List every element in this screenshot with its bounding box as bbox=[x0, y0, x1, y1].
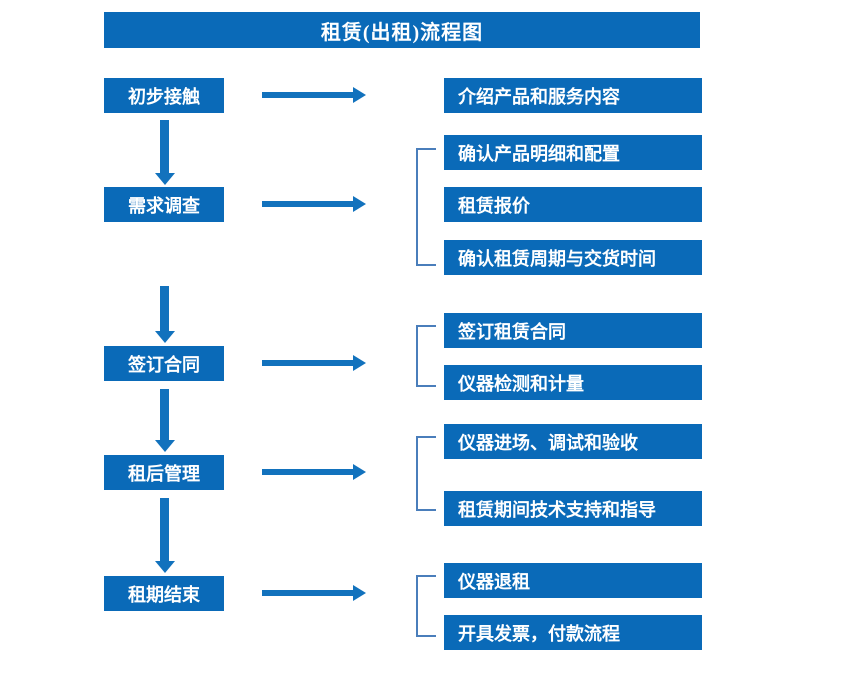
stage-to-detail-arrow-2 bbox=[262, 195, 366, 212]
detail-box-1[interactable]: 介绍产品和服务内容 bbox=[444, 78, 702, 113]
group-bracket-2 bbox=[416, 325, 436, 387]
group-bracket-1 bbox=[416, 148, 436, 266]
stage-box-4[interactable]: 租后管理 bbox=[104, 455, 224, 490]
stage-to-detail-arrow-5 bbox=[262, 584, 366, 601]
group-bracket-4 bbox=[416, 575, 436, 637]
arrowhead-right-icon bbox=[353, 86, 366, 103]
stage-connector-arrow-4-5 bbox=[154, 498, 175, 573]
stage-to-detail-arrow-1 bbox=[262, 86, 366, 103]
arrowhead-right-icon bbox=[353, 584, 366, 601]
detail-box-7[interactable]: 仪器进场、调试和验收 bbox=[444, 424, 702, 459]
stage-connector-arrow-1-2 bbox=[154, 120, 175, 185]
stage-box-1[interactable]: 初步接触 bbox=[104, 78, 224, 113]
detail-box-10[interactable]: 开具发票，付款流程 bbox=[444, 615, 702, 650]
stage-box-3[interactable]: 签订合同 bbox=[104, 346, 224, 381]
detail-box-5[interactable]: 签订租赁合同 bbox=[444, 313, 702, 348]
arrowhead-right-icon bbox=[353, 354, 366, 371]
stage-to-detail-arrow-3 bbox=[262, 354, 366, 371]
arrowhead-right-icon bbox=[353, 463, 366, 480]
flowchart-title: 租赁(出租)流程图 bbox=[104, 12, 700, 48]
arrowhead-down-icon bbox=[154, 331, 175, 343]
detail-box-2[interactable]: 确认产品明细和配置 bbox=[444, 135, 702, 170]
arrowhead-down-icon bbox=[154, 561, 175, 573]
detail-box-3[interactable]: 租赁报价 bbox=[444, 187, 702, 222]
detail-box-9[interactable]: 仪器退租 bbox=[444, 563, 702, 598]
stage-box-2[interactable]: 需求调查 bbox=[104, 187, 224, 222]
arrowhead-right-icon bbox=[353, 195, 366, 212]
arrowhead-down-icon bbox=[154, 173, 175, 185]
group-bracket-3 bbox=[416, 436, 436, 511]
stage-connector-arrow-2-3 bbox=[154, 286, 175, 343]
detail-box-8[interactable]: 租赁期间技术支持和指导 bbox=[444, 491, 702, 526]
stage-box-5[interactable]: 租期结束 bbox=[104, 576, 224, 611]
detail-box-6[interactable]: 仪器检测和计量 bbox=[444, 365, 702, 400]
stage-to-detail-arrow-4 bbox=[262, 463, 366, 480]
stage-connector-arrow-3-4 bbox=[154, 389, 175, 452]
arrowhead-down-icon bbox=[154, 440, 175, 452]
detail-box-4[interactable]: 确认租赁周期与交货时间 bbox=[444, 240, 702, 275]
